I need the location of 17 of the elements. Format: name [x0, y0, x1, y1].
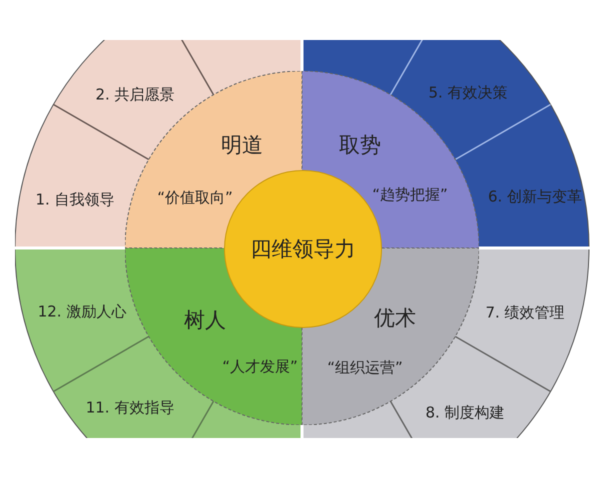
quadrant-title: 取势: [339, 132, 381, 159]
quadrant-subtitle: “组织运营”: [327, 358, 403, 378]
quadrant-title: 明道: [221, 132, 263, 159]
segment-label: 1. 自我领导: [35, 190, 115, 210]
segment-label: 7. 绩效管理: [485, 304, 565, 322]
segment-label: 5. 有效决策: [428, 84, 508, 102]
quadrant-title: 树人: [184, 307, 226, 334]
segment-label: 8. 制度构建: [425, 404, 505, 422]
segment-label: 2. 共启愿景: [95, 86, 175, 104]
segment-label: 11. 有效指导: [86, 398, 174, 418]
quadrant-subtitle: “人才发展”: [222, 358, 298, 376]
segment-label: 12. 激励人心: [38, 302, 126, 322]
segment-label: 6. 创新与变革: [488, 188, 582, 206]
quadrant-subtitle: “趋势把握”: [372, 186, 448, 204]
quadrant-title: 优术: [374, 305, 416, 332]
center-title: 四维领导力: [250, 236, 356, 263]
quadrant-subtitle: “价值取向”: [157, 188, 233, 208]
